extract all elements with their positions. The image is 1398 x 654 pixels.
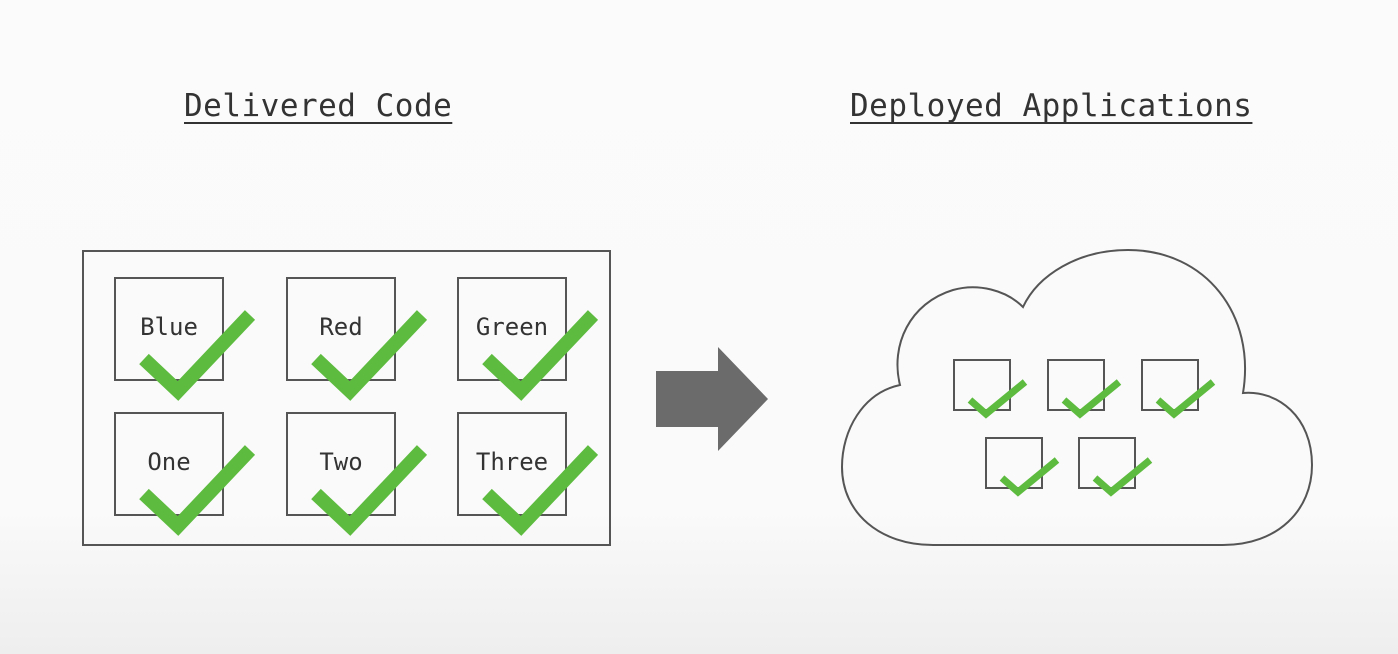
code-tile-one: One xyxy=(114,412,256,536)
delivered-code-heading: Delivered Code xyxy=(184,88,453,124)
code-tile-label: Blue xyxy=(140,313,198,341)
cloud-icon xyxy=(840,248,1314,546)
right-arrow-icon xyxy=(656,347,768,451)
code-tile-two: Two xyxy=(286,412,428,536)
deployed-applications-heading: Deployed Applications xyxy=(850,88,1253,124)
checkmark-icon xyxy=(139,310,256,401)
checkmark-icon xyxy=(482,310,599,401)
delivered-code-box: Blue Red Green One Two Three xyxy=(82,250,611,546)
deployed-app-tile xyxy=(1078,437,1153,497)
checkmark-icon xyxy=(1092,457,1153,497)
checkmark-icon xyxy=(482,445,599,536)
code-tile-label: Red xyxy=(319,313,363,341)
code-tile-label: One xyxy=(147,448,191,476)
code-tile-three: Three xyxy=(457,412,599,536)
checkmark-icon xyxy=(139,445,256,536)
deployed-app-tile xyxy=(1141,359,1216,419)
code-tile-blue: Blue xyxy=(114,277,256,401)
code-tile-label: Two xyxy=(319,448,363,476)
code-tile-label: Green xyxy=(475,313,549,341)
code-tile-green: Green xyxy=(457,277,599,401)
checkmark-icon xyxy=(1155,379,1216,419)
deployed-app-tile xyxy=(985,437,1060,497)
deployed-app-tile xyxy=(953,359,1028,419)
checkmark-icon xyxy=(967,379,1028,419)
deployed-app-tile xyxy=(1047,359,1122,419)
checkmark-icon xyxy=(1061,379,1122,419)
checkmark-icon xyxy=(311,310,428,401)
checkmark-icon xyxy=(311,445,428,536)
code-tile-red: Red xyxy=(286,277,428,401)
code-tile-label: Three xyxy=(475,448,549,476)
checkmark-icon xyxy=(999,457,1060,497)
